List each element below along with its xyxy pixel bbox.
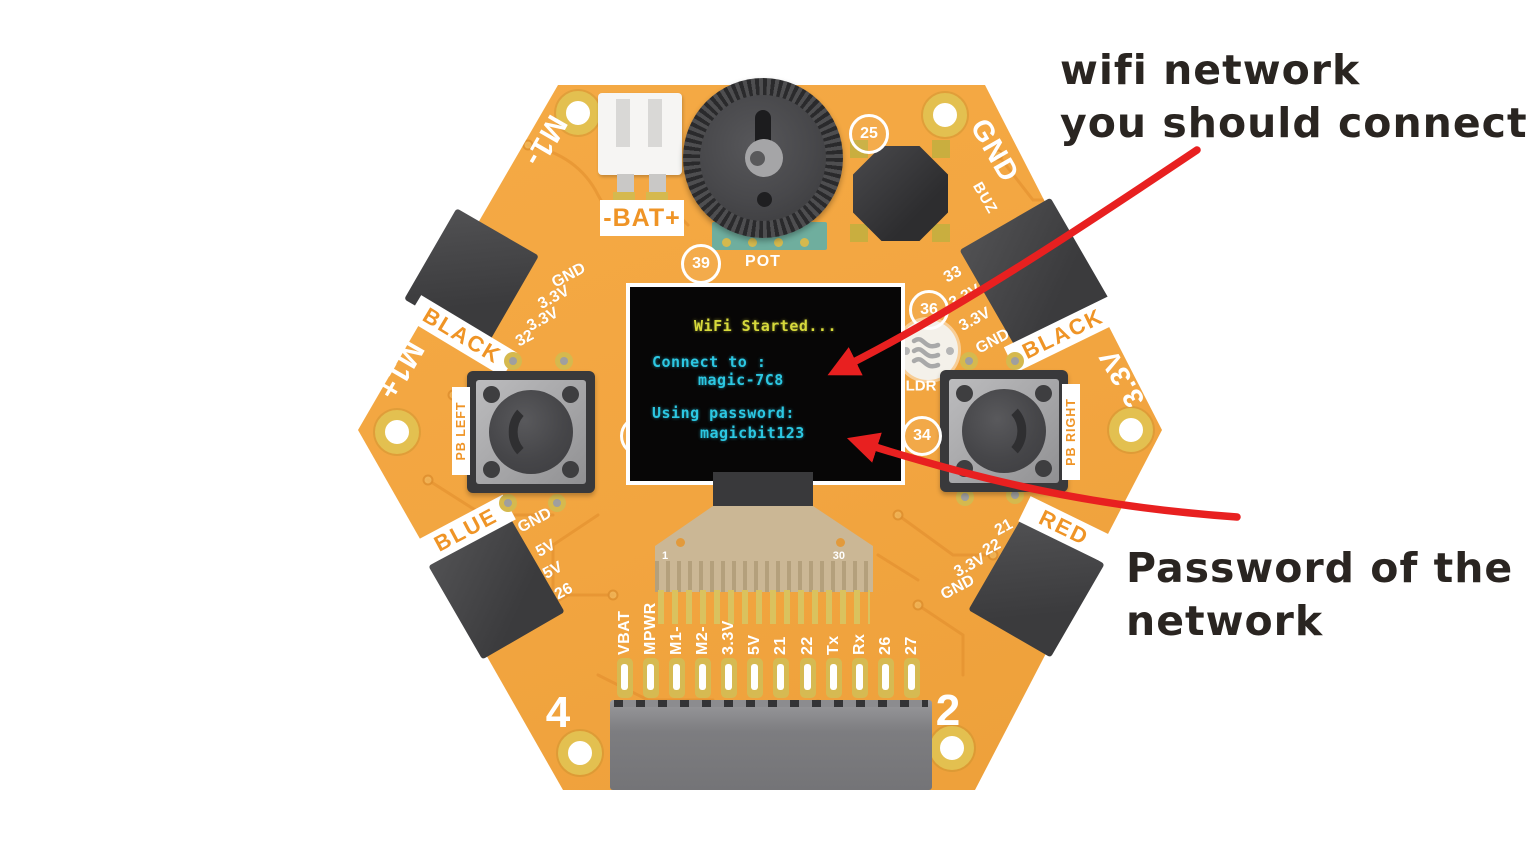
battery-connector-slot <box>616 99 630 147</box>
pb-left-strip: PB LEFT <box>452 387 470 475</box>
button-cap-mark <box>970 400 1027 462</box>
potentiometer-hub-notch <box>750 151 765 166</box>
button-pad <box>555 352 573 370</box>
buzzer <box>853 146 948 241</box>
password-note-line1: Password of the <box>1126 544 1514 592</box>
mounting-hole-left <box>375 410 419 454</box>
header-pad <box>617 658 633 698</box>
buzzer-pad <box>932 140 950 158</box>
header-pad <box>904 658 920 698</box>
header-pin-label: M2- <box>694 625 711 655</box>
mounting-hole-bottom-right <box>930 726 974 770</box>
battery-label-plate: -BAT+ <box>600 200 684 236</box>
header-pad <box>773 658 789 698</box>
circled-number-25: 25 <box>849 114 889 154</box>
display-connect-label: Connect to : <box>652 353 767 371</box>
header-pad <box>826 658 842 698</box>
wifi-note-line1: wifi network <box>1060 46 1361 94</box>
wifi-note-line2: you should connect <box>1060 99 1528 147</box>
display-password: magicbit123 <box>700 424 805 442</box>
buzzer-pad <box>850 224 868 242</box>
buzzer-pad <box>932 224 950 242</box>
wifi-note: wifi network you should connect <box>1060 44 1528 150</box>
header-pin-label: M1- <box>668 625 685 655</box>
header-pad <box>669 658 685 698</box>
display-status-text: WiFi Started... <box>694 317 837 335</box>
flex-solder-fingers <box>658 590 870 624</box>
password-note: Password of the network <box>1126 542 1513 648</box>
header-pin-label: 27 <box>903 636 920 655</box>
header-pad <box>695 658 711 698</box>
pot-base-pin <box>800 238 809 247</box>
potentiometer-dot <box>757 192 772 207</box>
push-button-left <box>467 371 595 493</box>
pb-right-label: PB RIGHT <box>1064 398 1078 466</box>
header-pin-label: MPWR <box>642 602 659 655</box>
pot-base-pin <box>774 238 783 247</box>
ldr-label: LDR <box>905 377 937 395</box>
corner-number-left: 4 <box>545 688 571 737</box>
pot-label: POT <box>745 253 781 270</box>
circled-number-39: 39 <box>681 244 721 284</box>
pb-right-strip: PB RIGHT <box>1062 384 1080 480</box>
circled-number-36: 36 <box>909 290 949 330</box>
header-pad <box>800 658 816 698</box>
oled-display: WiFi Started... Connect to : magic-7C8 U… <box>626 283 905 485</box>
button-pad <box>960 352 978 370</box>
header-pin-label: 5V <box>746 634 763 655</box>
header-pin-label: VBAT <box>616 610 633 655</box>
pb-left-label: PB LEFT <box>454 401 468 461</box>
pin-socket <box>610 700 932 790</box>
battery-connector <box>598 93 682 175</box>
mounting-hole-top-left <box>556 91 600 135</box>
header-pin-label: 21 <box>772 636 789 655</box>
circled-number-34: 34 <box>902 416 942 456</box>
button-pad <box>1006 352 1024 370</box>
header-pin-label: 3.3V <box>720 620 737 655</box>
pot-base-pin <box>748 238 757 247</box>
button-pad <box>504 352 522 370</box>
header-pad <box>852 658 868 698</box>
mounting-hole-bottom-left <box>558 731 602 775</box>
display-password-label: Using password: <box>652 404 795 422</box>
button-pad <box>548 494 566 512</box>
header-pad <box>643 658 659 698</box>
header-pin-label: Rx <box>851 633 868 655</box>
header-pad <box>721 658 737 698</box>
corner-number-right: 2 <box>935 686 961 735</box>
header-pad <box>747 658 763 698</box>
button-cap-mark <box>508 401 565 463</box>
header-pin-label: Tx <box>825 635 842 655</box>
mounting-hole-top-right <box>923 93 967 137</box>
display-ssid: magic-7C8 <box>698 371 784 389</box>
mounting-hole-right <box>1109 408 1153 452</box>
password-note-line2: network <box>1126 597 1324 645</box>
flex-pin-1: 1 <box>662 550 669 562</box>
button-pad <box>499 494 517 512</box>
pot-base-pin <box>722 238 731 247</box>
battery-label: -BAT+ <box>603 203 681 232</box>
header-pad <box>878 658 894 698</box>
flex-pin-30: 30 <box>832 550 845 562</box>
flex-cable-stripes <box>655 561 873 592</box>
header-pin-label: 22 <box>799 636 816 655</box>
header-pin-label: 26 <box>877 636 894 655</box>
push-button-right <box>940 370 1068 492</box>
battery-connector-slot <box>648 99 662 147</box>
